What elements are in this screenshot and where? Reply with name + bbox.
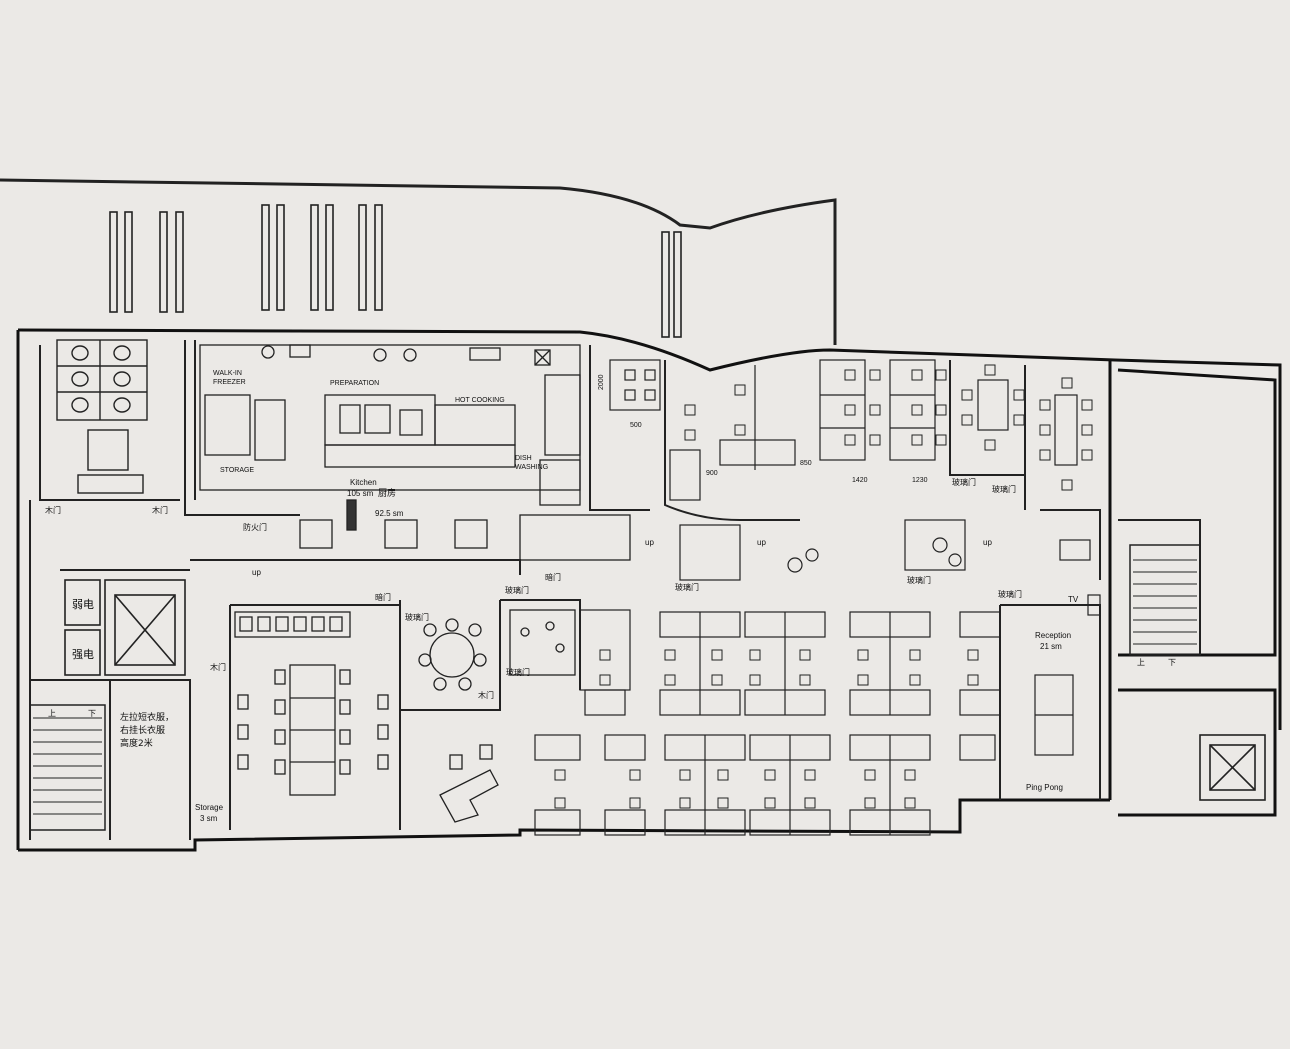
stair-left (29, 704, 106, 831)
label-ping-pong: Ping Pong (1026, 783, 1063, 792)
label-glass-door-8: 玻璃门 (992, 484, 1016, 494)
upper-offices (609, 359, 1093, 501)
kitchen-dining-tables (299, 499, 631, 561)
label-storage-area: 3 sm (200, 814, 218, 823)
label-wardrobe-2: 右挂长衣服 (120, 724, 165, 736)
stair-right (1129, 544, 1201, 656)
label-stair-up-1: 上 (48, 709, 56, 718)
label-wardrobe-1: 左拉短衣服， (120, 711, 174, 723)
label-stair-up-2: 上 (1137, 658, 1145, 667)
label-storage: Storage (195, 803, 224, 812)
label-hidden-door-1: 暗门 (545, 572, 561, 582)
label-hot-cooking: HOT COOKING (455, 397, 505, 404)
dim-850: 850 (800, 460, 812, 467)
label-strong-current: 强电 (72, 648, 94, 661)
label-glass-door-7: 玻璃门 (952, 477, 976, 487)
label-tv: TV (1068, 595, 1079, 604)
label-kitchen-area-en: 105 sm (347, 489, 374, 498)
label-glass-door-1: 玻璃门 (505, 585, 529, 595)
label-kitchen-area-cn: 92.5 sm (375, 509, 404, 518)
label-hidden-door-2: 暗门 (375, 592, 391, 602)
dim-900: 900 (706, 470, 718, 477)
reception-furniture (1034, 539, 1101, 756)
label-up-2: up (645, 538, 654, 547)
terrace-outline (0, 178, 837, 345)
kitchen-equipment (199, 344, 581, 506)
office-desk (439, 744, 499, 823)
label-glass-door-4: 玻璃门 (675, 582, 699, 592)
lounge-tables (679, 519, 966, 581)
label-glass-door-6: 玻璃门 (998, 589, 1022, 599)
label-wood-door-2: 木门 (152, 505, 168, 515)
label-wardrobe-3: 高度2米 (120, 737, 153, 749)
parking-slots (109, 204, 682, 338)
label-kitchen-en: Kitchen (350, 478, 377, 487)
label-preparation: PREPARATION (330, 380, 379, 387)
label-kitchen-storage: STORAGE (220, 467, 254, 474)
label-up-3: up (757, 538, 766, 547)
label-glass-door-5: 玻璃门 (907, 575, 931, 585)
label-up-4: up (983, 538, 992, 547)
label-reception-area: 21 sm (1040, 642, 1062, 651)
label-wood-door-3: 木门 (210, 662, 226, 672)
elevator-right (1199, 734, 1266, 801)
label-freezer: FREEZER (213, 379, 246, 386)
dim-1420: 1420 (852, 477, 868, 484)
label-glass-door-3: 玻璃门 (506, 667, 530, 677)
elevator-left (64, 579, 186, 676)
label-glass-door-2: 玻璃门 (405, 612, 429, 622)
label-wood-door-4: 木门 (478, 690, 494, 700)
label-walk-in: WALK-IN (213, 370, 242, 377)
label-weak-current: 弱电 (72, 598, 94, 611)
label-dish: DISH (515, 455, 532, 462)
workstations (534, 609, 1001, 836)
label-fire-door: 防火门 (243, 522, 267, 532)
label-wood-door-1: 木门 (45, 505, 61, 515)
dim-2000: 2000 (598, 374, 605, 390)
label-reception: Reception (1035, 631, 1071, 640)
dim-500: 500 (630, 422, 642, 429)
dim-1230: 1230 (912, 477, 928, 484)
label-stair-down-1: 下 (88, 709, 96, 718)
round-meeting-room (418, 609, 576, 691)
label-kitchen-cn: 厨房 (378, 487, 396, 499)
label-washing: WASHING (515, 464, 548, 471)
label-stair-down-2: 下 (1168, 658, 1176, 667)
restroom (56, 339, 148, 494)
label-up-1: up (252, 568, 261, 577)
conference-room-large (234, 611, 389, 796)
